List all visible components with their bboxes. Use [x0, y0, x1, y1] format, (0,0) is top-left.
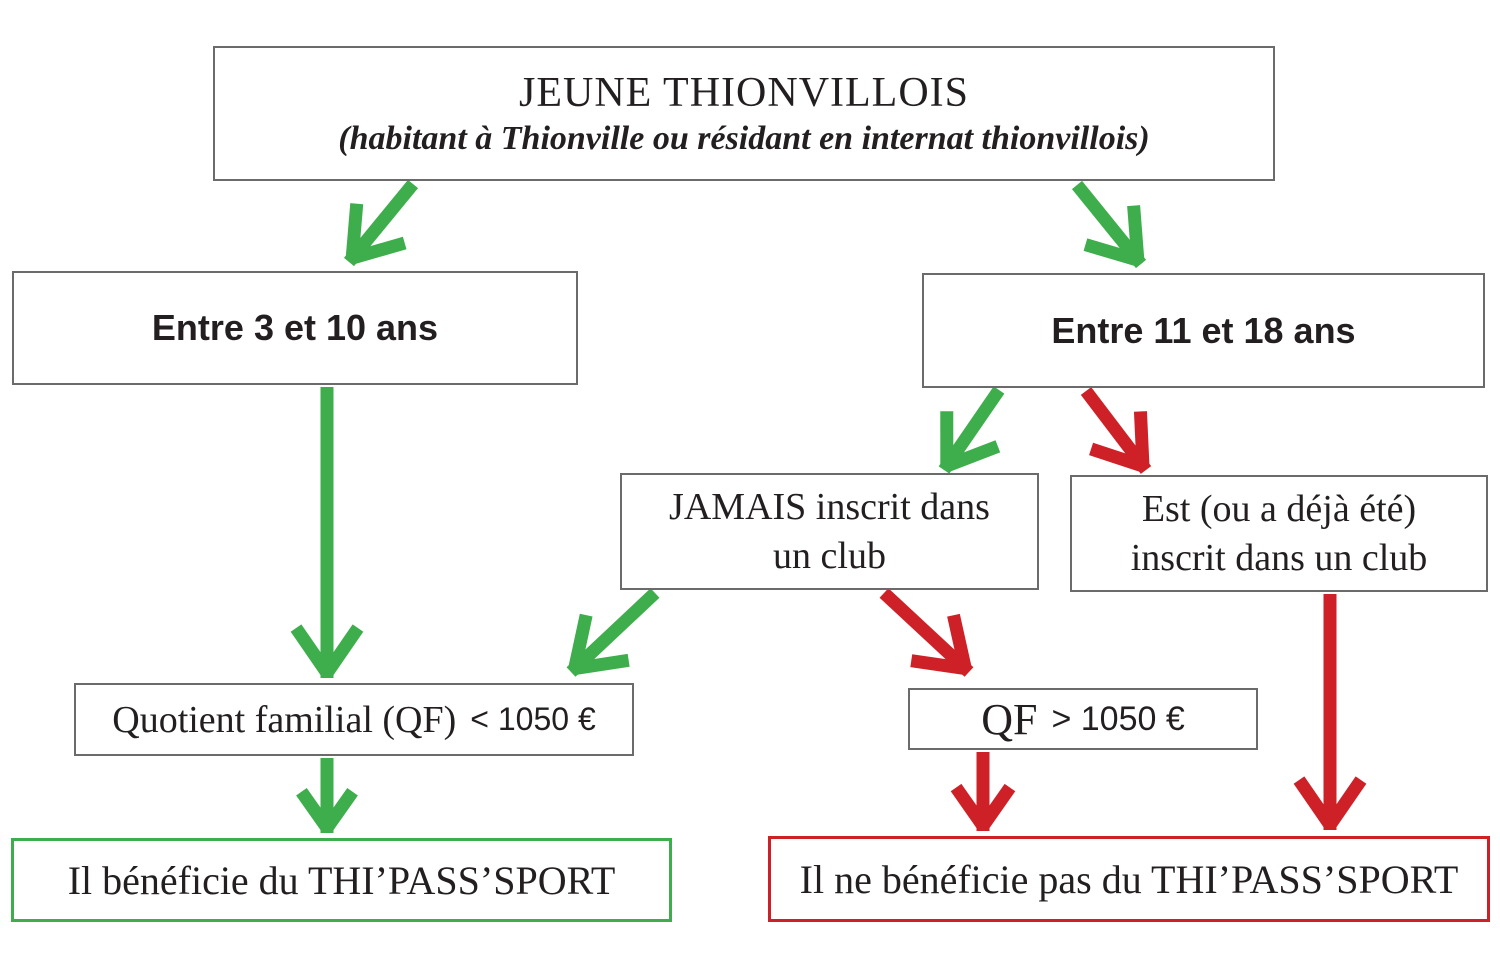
arrow-never-club-to-qf-low [566, 588, 660, 677]
arrow-root-to-age-11-18 [1071, 180, 1147, 269]
qf-high-main: QF [981, 694, 1038, 744]
qf-high-condition: > 1050 € [1051, 699, 1185, 738]
age-3-10-label: Entre 3 et 10 ans [151, 307, 439, 348]
arrow-already-club-to-not-eligible [1293, 594, 1367, 830]
node-age-3-10: Entre 3 et 10 ans [12, 271, 578, 385]
root-title: JEUNE THIONVILLOIS [519, 69, 969, 116]
arrow-qf-high-to-not-eligible [950, 752, 1016, 831]
age-11-18-label: Entre 11 et 18 ans [1051, 309, 1356, 351]
node-age-11-18: Entre 11 et 18 ans [922, 273, 1485, 388]
not-eligible-label: Il ne bénéficie pas du THI’PASS’SPORT [799, 856, 1459, 902]
arrow-qf-low-to-eligible [296, 758, 358, 833]
node-root: JEUNE THIONVILLOIS (habitant à Thionvill… [213, 46, 1275, 181]
node-already-club: Est (ou a déjà été) inscrit dans un club [1070, 475, 1488, 592]
node-never-club: JAMAIS inscrit dans un club [620, 473, 1039, 590]
qf-low-main: Quotient familial (QF) [112, 698, 457, 741]
root-subtitle: (habitant à Thionville ou résidant en in… [338, 119, 1150, 157]
arrow-root-to-age-3-10 [343, 179, 419, 267]
never-club-label: JAMAIS inscrit dans un club [669, 485, 990, 577]
already-club-label: Est (ou a déjà été) inscrit dans un club [1130, 487, 1428, 579]
node-qf-high: QF > 1050 € [908, 688, 1258, 750]
qf-low-condition: < 1050 € [470, 701, 596, 737]
eligible-label: Il bénéficie du THI’PASS’SPORT [67, 857, 616, 903]
arrow-age-11-18-to-already-club [1080, 387, 1152, 474]
node-qf-low: Quotient familial (QF) < 1050 € [74, 683, 634, 756]
arrow-age-11-18-to-never-club [938, 386, 1005, 474]
node-eligible: Il bénéficie du THI’PASS’SPORT [11, 838, 672, 922]
arrow-age-3-10-to-qf-low [290, 387, 364, 678]
arrow-never-club-to-qf-high [879, 588, 974, 677]
node-not-eligible: Il ne bénéficie pas du THI’PASS’SPORT [768, 836, 1490, 922]
